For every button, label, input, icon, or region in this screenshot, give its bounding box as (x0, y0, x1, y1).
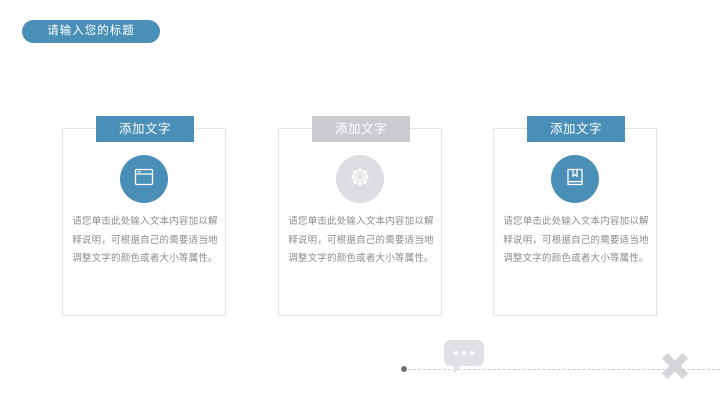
content-card[interactable]: 添加文字 请您单击此处输入文本内容加以解释说明，可根据自己的需要适当地调整文字的… (62, 116, 226, 316)
slide-title-text: 请输入您的标题 (47, 24, 135, 37)
gear-icon (348, 165, 372, 194)
card-body-text: 请您单击此处输入文本内容加以解释说明，可根据自己的需要适当地调整文字的颜色或者大… (72, 216, 218, 265)
window-icon (132, 165, 156, 194)
card-icon-circle (120, 155, 168, 203)
card-body-text: 请您单击此处输入文本内容加以解释说明，可根据自己的需要适当地调整文字的颜色或者大… (288, 216, 434, 265)
slide-title-pill[interactable]: 请输入您的标题 (22, 20, 160, 43)
book-icon (563, 165, 587, 194)
card-header-label: 添加文字 (118, 121, 171, 136)
content-card[interactable]: 添加文字 请您单击此处输入文本内容加以解释说明，可根据自己的需要适当地调整文字的… (493, 116, 657, 316)
card-header-badge[interactable]: 添加文字 (527, 116, 625, 142)
card-header-badge[interactable]: 添加文字 (312, 116, 410, 142)
card-icon-circle (336, 155, 384, 203)
card-header-label: 添加文字 (334, 121, 387, 136)
card-body-text: 请您单击此处输入文本内容加以解释说明，可根据自己的需要适当地调整文字的颜色或者大… (503, 216, 649, 265)
card-header-label: 添加文字 (549, 121, 602, 136)
content-card[interactable]: 添加文字 请您单击此处输入文本内容加以解释说明，可根据自己的需要适当地调整文字的… (278, 116, 442, 316)
card-header-badge[interactable]: 添加文字 (96, 116, 194, 142)
card-icon-circle (551, 155, 599, 203)
